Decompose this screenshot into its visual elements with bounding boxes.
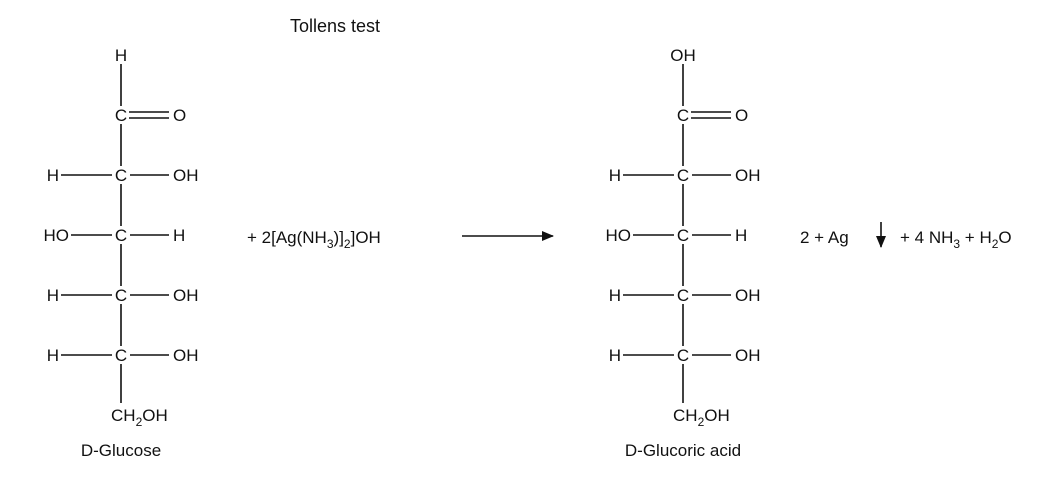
glucoric-acid-carbonyl-carbon: C [677, 106, 689, 125]
glucoric-acid-top-atom: OH [670, 46, 696, 65]
glucose-carbonyl-oxygen: O [173, 106, 186, 125]
glucose-substituent-left: HO [44, 226, 70, 245]
glucoric-acid-carbon: C [677, 346, 689, 365]
glucose-carbon: C [115, 346, 127, 365]
glucoric-acid-substituent-left: H [609, 346, 621, 365]
glucose-carbon: C [115, 166, 127, 185]
glucoric-acid-name: D-Glucoric acid [625, 441, 741, 460]
glucoric-acid-substituent-left: H [609, 286, 621, 305]
diagram-title: Tollens test [290, 16, 380, 36]
glucoric-acid-substituent-left: HO [606, 226, 632, 245]
glucose-substituent-right: OH [173, 346, 199, 365]
reagent-formula: + 2[Ag(NH3)]2]OH [247, 228, 381, 251]
glucose-carbonyl-carbon: C [115, 106, 127, 125]
glucoric-acid-bottom-group: CH2OH [673, 406, 730, 429]
glucoric-acid-substituent-right: OH [735, 286, 761, 305]
glucose-carbon: C [115, 226, 127, 245]
glucoric-acid-carbon: C [677, 286, 689, 305]
glucoric-acid-substituent-right: OH [735, 346, 761, 365]
glucoric-acid-substituent-right: H [735, 226, 747, 245]
glucose-substituent-left: H [47, 166, 59, 185]
glucoric-acid-substituent-left: H [609, 166, 621, 185]
glucose-bottom-group: CH2OH [111, 406, 168, 429]
glucose-substituent-right: OH [173, 166, 199, 185]
byproducts-formula: + 4 NH3 + H2O [900, 228, 1012, 251]
silver-product: 2 + Ag [800, 228, 849, 247]
glucose-substituent-right: H [173, 226, 185, 245]
glucoric-acid-carbonyl-oxygen: O [735, 106, 748, 125]
glucose-carbon: C [115, 286, 127, 305]
glucose-substituent-left: H [47, 286, 59, 305]
glucose-substituent-right: OH [173, 286, 199, 305]
glucoric-acid-substituent-right: OH [735, 166, 761, 185]
glucoric-acid-carbon: C [677, 226, 689, 245]
glucoric-acid-carbon: C [677, 166, 689, 185]
glucose-name: D-Glucose [81, 441, 161, 460]
glucose-substituent-left: H [47, 346, 59, 365]
glucose-top-atom: H [115, 46, 127, 65]
